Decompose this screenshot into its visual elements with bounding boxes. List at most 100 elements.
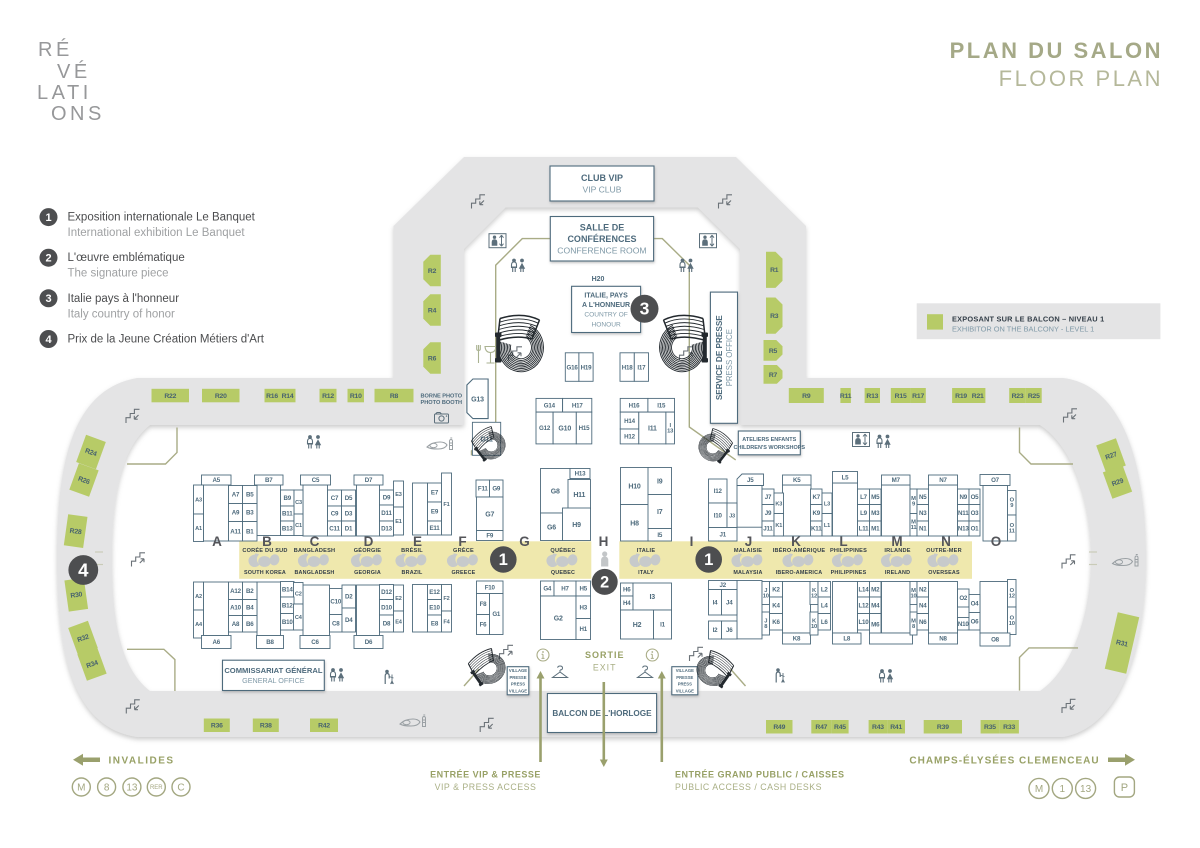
stand-F6[interactable]: F6	[476, 614, 490, 635]
stand-E12[interactable]: E12	[427, 584, 442, 600]
stand-L7[interactable]: L7	[857, 488, 870, 505]
stand-E8[interactable]: E8	[427, 614, 442, 633]
stand-G2[interactable]: G2	[540, 595, 577, 640]
stand-G9[interactable]: G9	[489, 479, 504, 498]
balcony-stand-R2[interactable]: R2	[423, 254, 441, 287]
stand-K3[interactable]: K3	[773, 492, 784, 514]
stand-G16[interactable]: G16	[564, 352, 580, 382]
stand-I7[interactable]: I7	[647, 494, 672, 529]
stand-I4[interactable]: I4	[708, 589, 722, 616]
stand-G6[interactable]: G6	[540, 512, 563, 541]
stand-N1[interactable]: N1	[916, 520, 929, 537]
stand-H1[interactable]: H1	[575, 618, 591, 640]
stand-H17[interactable]: H17	[562, 397, 593, 413]
stand-A4[interactable]: A4	[193, 609, 204, 639]
stand-E9[interactable]: E9	[427, 501, 442, 522]
stand-B1[interactable]: B1	[242, 521, 258, 542]
stand-A7[interactable]: A7	[228, 485, 243, 504]
stand-B6[interactable]: B6	[242, 615, 258, 633]
stand-C2[interactable]: C2	[293, 582, 304, 605]
stand-N3[interactable]: N3	[916, 504, 929, 522]
balcony-stand-R29[interactable]: R29	[1102, 465, 1133, 499]
stand-N2[interactable]: N2	[916, 581, 929, 598]
stand-G7[interactable]: G7	[476, 496, 504, 531]
stand-C7[interactable]: C7	[327, 489, 342, 507]
stand-L12[interactable]: L12	[857, 596, 870, 614]
stand-C5[interactable]: C5	[300, 474, 331, 486]
stand-K9[interactable]: K9	[810, 504, 823, 522]
stand-H16[interactable]: H16	[619, 397, 649, 413]
stand-H19[interactable]: H19	[578, 352, 594, 382]
stand-L4[interactable]: L4	[817, 596, 831, 614]
stand-D6[interactable]: D6	[353, 635, 384, 649]
balcony-stand-R36[interactable]: R36	[203, 718, 230, 733]
stand-J6[interactable]: J6	[721, 620, 738, 640]
balcony-stand-R19[interactable]: R19	[952, 388, 970, 403]
stand-B10[interactable]: B10	[280, 613, 295, 631]
stand-E2[interactable]: E2	[393, 584, 404, 612]
stand-J9[interactable]: J9	[761, 504, 775, 522]
balcony-stand-R20[interactable]: R20	[202, 388, 240, 403]
stand-B3[interactable]: B3	[242, 503, 258, 522]
stand-N13[interactable]: N13	[957, 520, 970, 537]
stand-I9[interactable]: I9	[647, 467, 672, 495]
stand-O4[interactable]: O4	[968, 594, 981, 613]
balcony-stand-R39[interactable]: R39	[923, 720, 962, 734]
stand-D5[interactable]: D5	[341, 489, 356, 507]
balcony-stand-R15[interactable]: R15	[890, 388, 911, 403]
stand-N5[interactable]: N5	[916, 488, 929, 505]
stand-B7[interactable]: B7	[254, 474, 284, 486]
stand-E7[interactable]: E7	[427, 482, 442, 503]
stand-G10[interactable]: G10	[552, 411, 577, 445]
stand-J5[interactable]: J5	[736, 473, 764, 486]
stand-F8[interactable]: F8	[476, 593, 490, 615]
balcony-stand-R5[interactable]: R5	[763, 340, 783, 361]
stand-N6[interactable]: N6	[916, 613, 929, 631]
stand-O3[interactable]: O3	[968, 504, 981, 522]
stand-I1[interactable]: I1	[653, 609, 672, 640]
stand-A5[interactable]: A5	[201, 474, 232, 486]
balcony-stand-R22[interactable]: R22	[151, 388, 190, 403]
balcony-stand-R27[interactable]: R27	[1096, 438, 1126, 473]
stand-D1[interactable]: D1	[341, 520, 356, 537]
stand-A8[interactable]: A8	[228, 615, 243, 633]
stand-L3[interactable]: L3	[821, 492, 833, 514]
stand-G14[interactable]: G14	[535, 397, 564, 413]
stand-I17[interactable]: I17	[633, 352, 649, 382]
stand-B11[interactable]: B11	[280, 505, 295, 522]
stand-D3[interactable]: D3	[341, 505, 356, 522]
stand-H11[interactable]: H11	[567, 479, 591, 510]
stand-D9[interactable]: D9	[379, 489, 394, 506]
stand-I2[interactable]: I2	[708, 620, 722, 640]
stand-K6[interactable]: K6	[769, 613, 783, 631]
balcony-stand-R6[interactable]: R6	[423, 342, 441, 374]
stand-H13[interactable]: H13	[569, 468, 591, 479]
stand-L14[interactable]: L14	[857, 581, 870, 598]
stand-C4[interactable]: C4	[293, 603, 304, 631]
balcony-stand-R3[interactable]: R3	[766, 297, 783, 334]
stand-O7[interactable]: O7	[979, 474, 1011, 486]
stand-H14[interactable]: H14	[619, 411, 640, 430]
stand-G1[interactable]: G1	[489, 593, 504, 635]
stand-B4[interactable]: B4	[242, 599, 258, 616]
stand-D4[interactable]: D4	[341, 607, 356, 633]
stand-D12[interactable]: D12	[379, 584, 394, 600]
stand-N9[interactable]: N9	[957, 488, 970, 505]
stand-H6[interactable]: H6	[620, 582, 634, 597]
stand-H3[interactable]: H3	[575, 595, 591, 619]
stand-M6[interactable]: M6	[869, 613, 882, 636]
stand-M1[interactable]: M1	[869, 520, 882, 537]
balcony-stand-R14[interactable]: R14	[279, 388, 296, 403]
